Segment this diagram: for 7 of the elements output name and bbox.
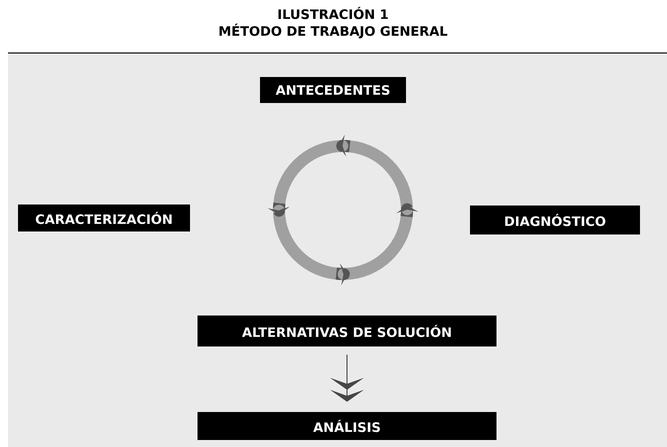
stage-box: ANÁLISIS: [198, 412, 496, 440]
subtitle: MÉTODO DE TRABAJO GENERAL: [220, 24, 448, 38]
stage-box: ALTERNATIVAS DE SOLUCIÓN: [198, 316, 496, 346]
stage-box: CARACTERIZACIÓN: [18, 204, 190, 232]
stage-box: DIAGNÓSTICO: [470, 206, 640, 234]
title: ILUSTRACIÓN 1: [278, 6, 388, 20]
stage-box: ANTECEDENTES: [260, 77, 406, 103]
